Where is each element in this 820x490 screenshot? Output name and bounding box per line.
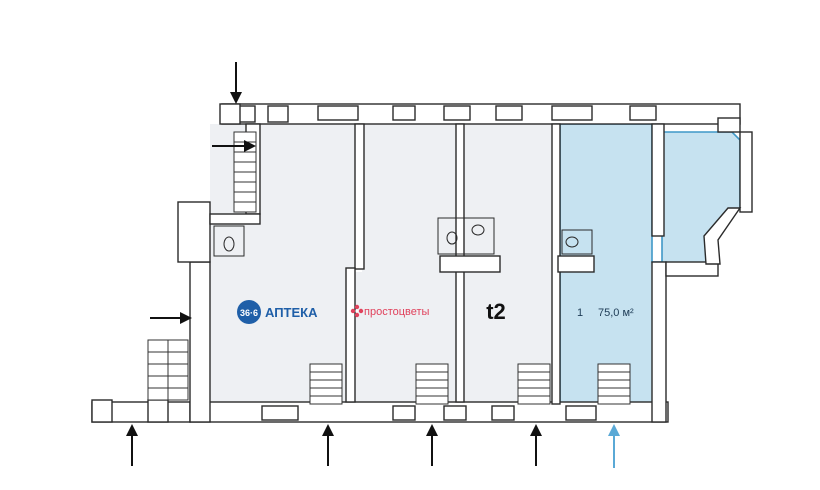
window-niche xyxy=(443,105,471,121)
stairs xyxy=(147,131,631,405)
pharmacy-badge: 36·6 xyxy=(240,308,258,318)
stair-upper-left xyxy=(233,131,257,213)
restroom-fixture xyxy=(213,225,245,257)
fixtures xyxy=(213,217,593,257)
telecom-logo: t2 xyxy=(486,299,506,324)
entrance-arrow-flowers xyxy=(426,424,438,466)
entrance-arrow-telecom xyxy=(530,424,542,466)
entrance-arrows xyxy=(126,62,620,468)
window-niche xyxy=(629,105,657,121)
pharmacy-logo-icon xyxy=(237,300,261,324)
entrance-arrow-top xyxy=(230,62,242,104)
partition-box xyxy=(439,255,501,273)
window-niche xyxy=(261,405,299,421)
entrance-arrow-unit-1 xyxy=(608,424,620,468)
window-niche xyxy=(91,399,113,423)
pharmacy-label: 36·6 АПТЕКА xyxy=(237,300,318,324)
partition-box xyxy=(557,255,595,273)
telecom-room xyxy=(456,124,552,402)
entrance-arrow-side-upper xyxy=(212,140,256,152)
stair-flowers xyxy=(415,363,449,405)
restroom-fixture xyxy=(561,229,593,255)
stair-telecom xyxy=(517,363,551,405)
telecom-label: t2 xyxy=(486,299,506,324)
window-niche xyxy=(491,405,515,421)
flowers-name: простоцветы xyxy=(364,306,430,318)
pharmacy-room xyxy=(208,124,355,402)
window-niche xyxy=(147,399,169,423)
window-niche xyxy=(443,405,467,421)
window-niche xyxy=(267,105,289,123)
window-niche xyxy=(717,117,741,133)
flowers-room xyxy=(348,124,456,402)
pharmacy-name: АПТЕКА xyxy=(265,305,318,320)
window-niche xyxy=(565,405,597,421)
entrance-arrow-side-lower xyxy=(150,312,192,324)
selected-unit-annex[interactable] xyxy=(661,131,741,265)
flower-icon xyxy=(350,304,364,318)
unit-number: 1 xyxy=(577,307,583,319)
stair-lower-left xyxy=(147,339,189,401)
entrance-arrow-left xyxy=(126,424,138,466)
unit-label[interactable]: 1 75,0 м² xyxy=(577,307,634,319)
stair-pharmacy xyxy=(309,363,343,405)
window-niche xyxy=(392,105,416,121)
window-niche xyxy=(551,105,593,121)
window-niche xyxy=(392,405,416,421)
window-niche xyxy=(495,105,523,121)
stair-unit-1 xyxy=(597,363,631,405)
entrance-arrow-pharmacy xyxy=(322,424,334,466)
unit-area: 75,0 м² xyxy=(598,307,634,319)
room-fills xyxy=(208,123,741,405)
flowers-label: простоцветы xyxy=(350,304,430,318)
window-niche xyxy=(317,105,359,121)
restroom-fixture xyxy=(437,217,495,255)
